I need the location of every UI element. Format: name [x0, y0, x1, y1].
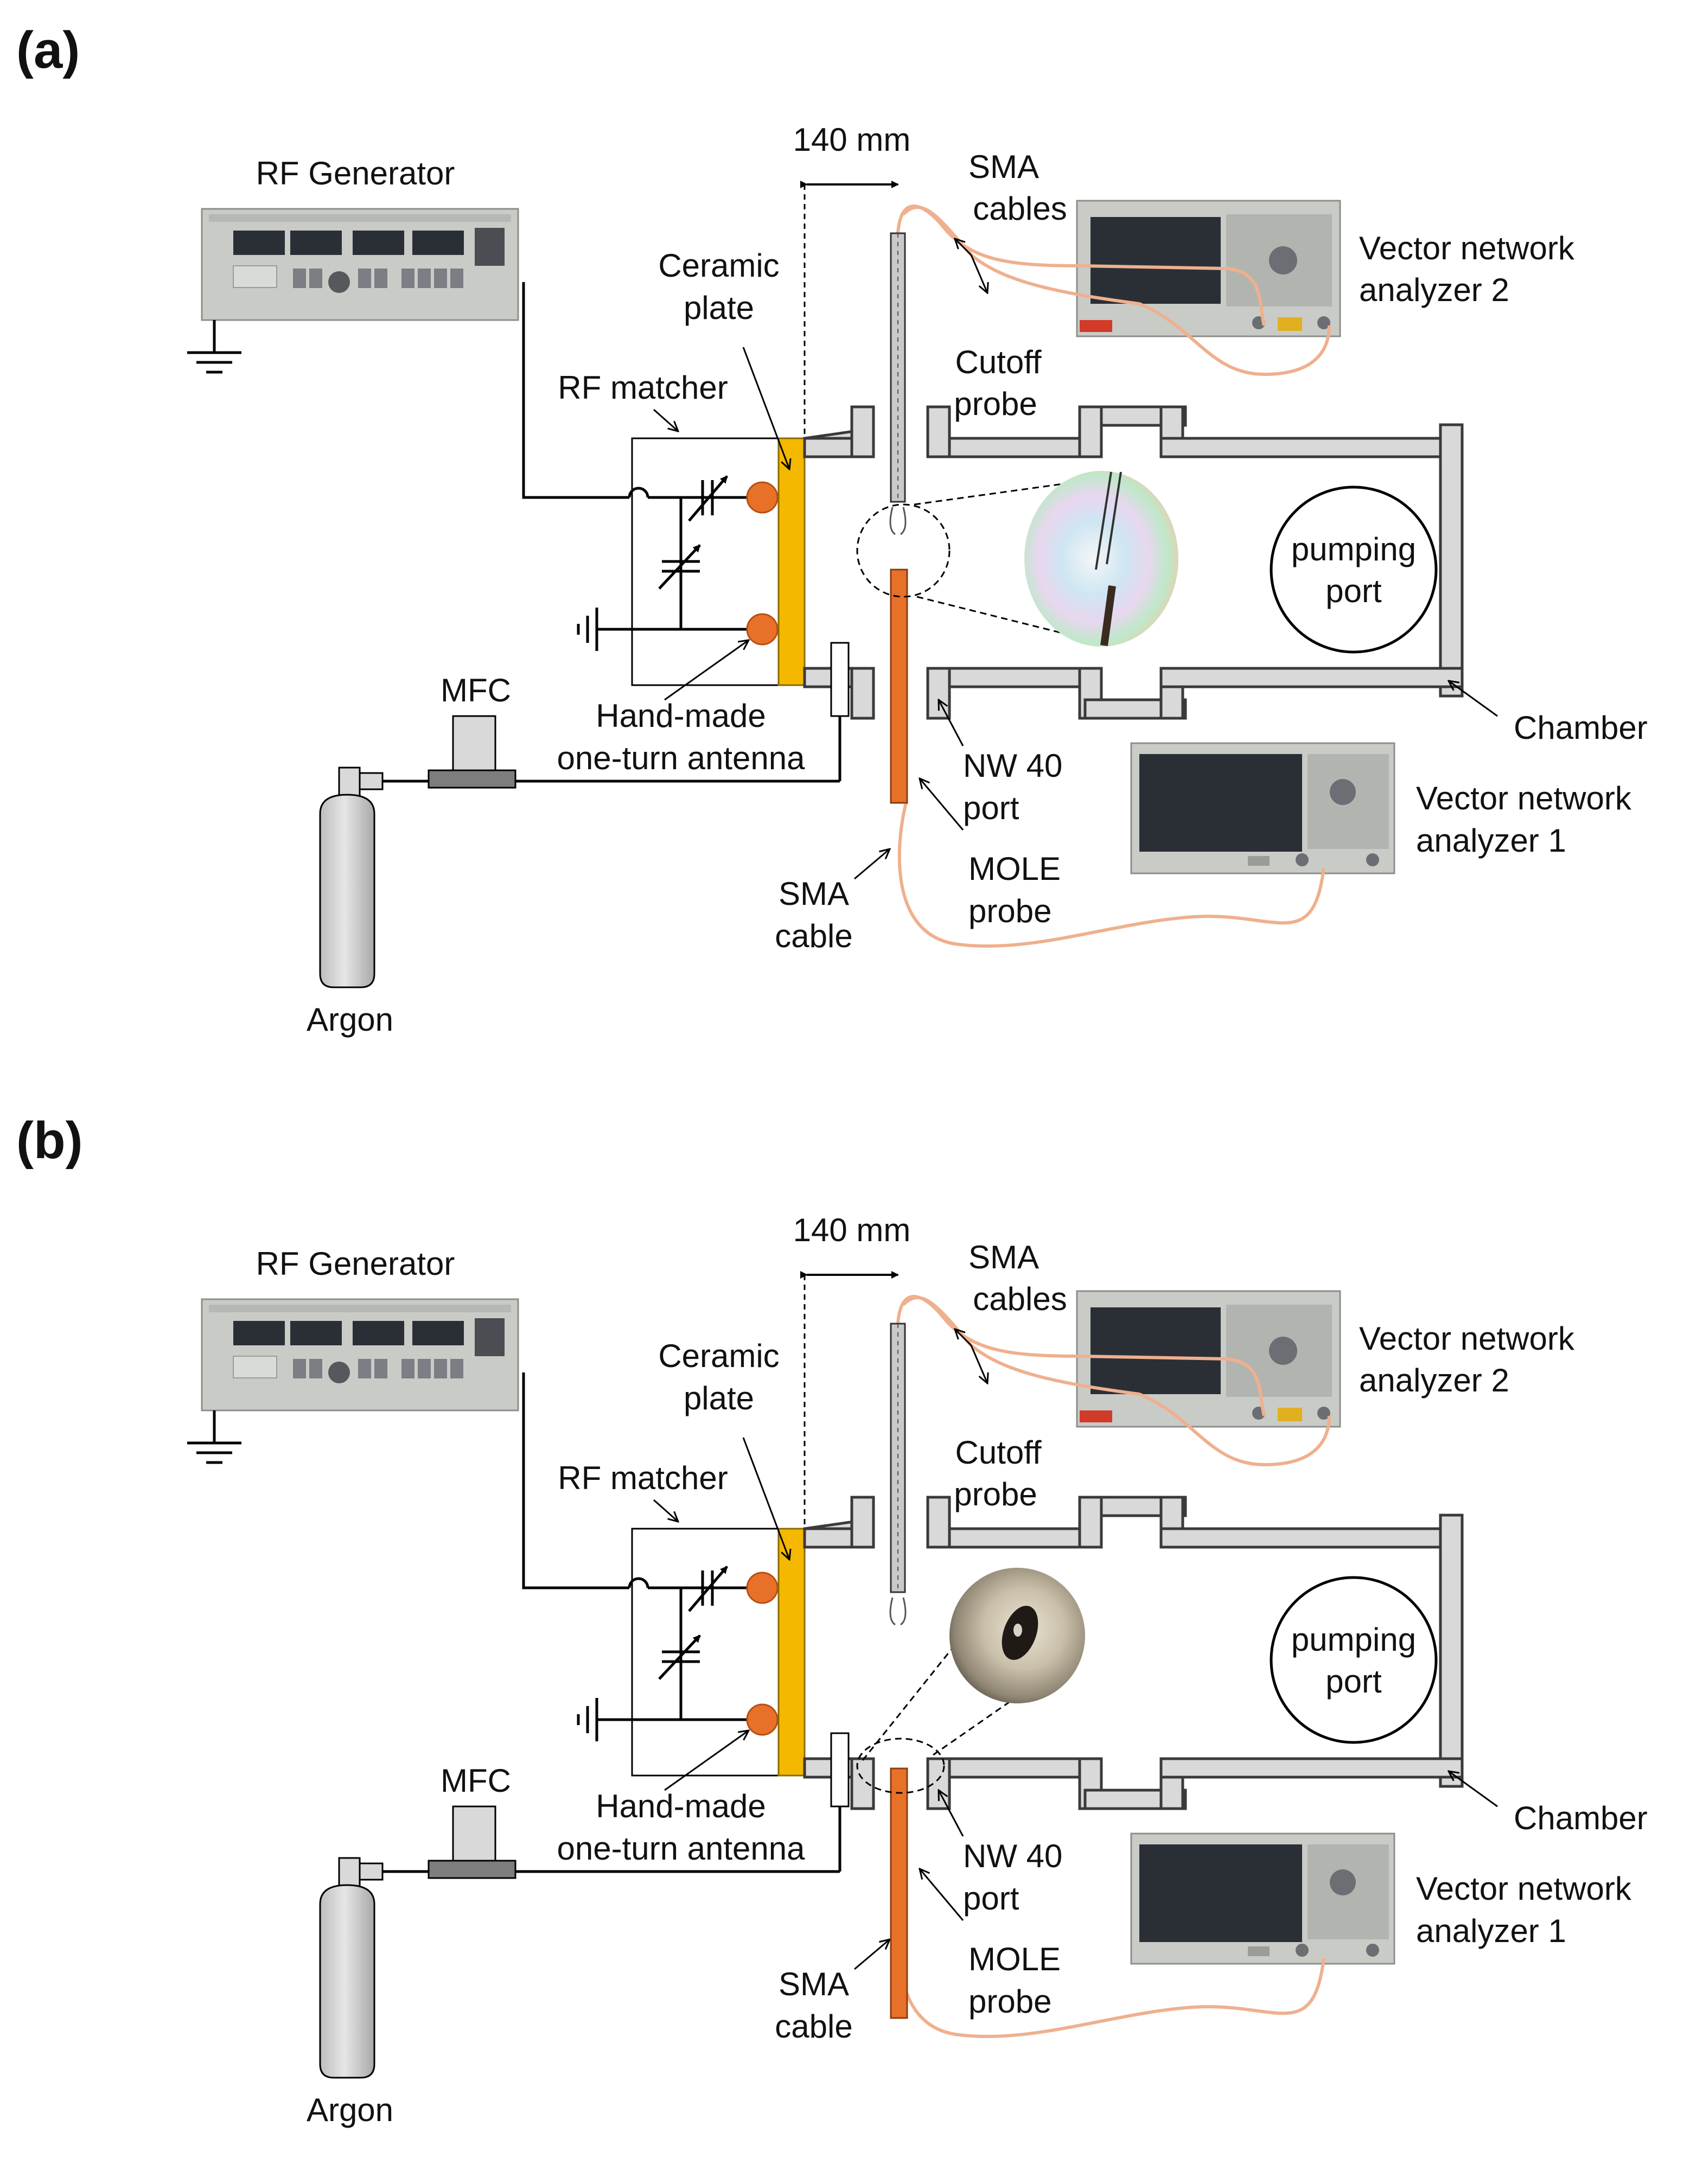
antenna-label: one-turn antenna	[557, 740, 805, 776]
pumping-port-label: port	[1325, 573, 1382, 609]
distance-label: 140 mm	[793, 122, 911, 158]
vna2-label: analyzer 2	[1359, 1362, 1509, 1398]
panel-tag: (a)	[16, 21, 80, 79]
mole-probe-label: probe	[968, 1983, 1051, 2020]
cutoff-probe-label: probe	[954, 386, 1037, 422]
sma-cables-label: SMA	[968, 149, 1039, 185]
nw40-port-label: NW 40	[963, 1838, 1062, 1874]
vna2-label: Vector network	[1359, 1320, 1575, 1357]
argon-label: Argon	[307, 1001, 393, 1038]
nw40-port-label: port	[963, 790, 1019, 826]
rf-generator-label: RF Generator	[256, 1246, 455, 1282]
rf-matcher-label: RF matcher	[558, 369, 728, 406]
sma-cable-label: SMA	[779, 1966, 849, 2002]
mole-probe-label: MOLE	[968, 851, 1061, 887]
mfc-label: MFC	[441, 672, 511, 708]
vna1-label: analyzer 1	[1416, 1913, 1566, 1949]
cutoff-probe-label: Cutoff	[955, 1434, 1042, 1471]
vna2-label: Vector network	[1359, 230, 1575, 266]
chamber-label: Chamber	[1514, 1800, 1648, 1836]
pumping-port-label: pumping	[1291, 1621, 1416, 1658]
probe-tip-magnified-photo	[949, 1568, 1085, 1703]
panel-a: (a) 140 mm RF Generator Ceramic plate SM…	[16, 21, 1648, 1038]
nw40-port-label: NW 40	[963, 748, 1062, 784]
antenna-label: Hand-made	[596, 1788, 766, 1824]
antenna-label: Hand-made	[596, 698, 766, 734]
vna2-label: analyzer 2	[1359, 272, 1509, 308]
sma-cables-label: cables	[973, 190, 1067, 227]
ceramic-plate-label: plate	[684, 290, 754, 326]
vna1-label: analyzer 1	[1416, 822, 1566, 859]
rf-generator-label: RF Generator	[256, 155, 455, 191]
distance-label: 140 mm	[793, 1212, 911, 1248]
sma-cables-label: cables	[973, 1281, 1067, 1317]
ceramic-plate-label: plate	[684, 1380, 754, 1416]
probe-tip-magnified-photo	[1024, 471, 1178, 647]
cutoff-probe-label: Cutoff	[955, 344, 1042, 380]
ceramic-plate-label: Ceramic	[658, 247, 779, 284]
mole-probe-label: probe	[968, 893, 1051, 929]
mfc-label: MFC	[441, 1762, 511, 1799]
cutoff-probe-tip	[889, 1597, 907, 1626]
magnifier-region	[856, 1738, 945, 1794]
sma-cable-label: cable	[775, 918, 852, 954]
mole-probe	[890, 569, 908, 804]
mole-probe-label: MOLE	[968, 1941, 1061, 1977]
rf-matcher-label: RF matcher	[558, 1460, 728, 1496]
argon-label: Argon	[307, 2092, 393, 2128]
antenna-label: one-turn antenna	[557, 1830, 805, 1867]
nw40-port-label: port	[963, 1880, 1019, 1917]
panel-b: (b) 140 mm RF Generator Ceramic plate SM…	[16, 1112, 1648, 2128]
vna1-label: Vector network	[1416, 1870, 1632, 1907]
mole-probe	[890, 1767, 908, 2019]
sma-cable-label: cable	[775, 2008, 852, 2045]
cutoff-probe-tip	[889, 507, 907, 535]
sma-cables-label: SMA	[968, 1239, 1039, 1275]
magnifier-region	[856, 503, 951, 598]
panel-tag: (b)	[16, 1112, 83, 1170]
chamber-label: Chamber	[1514, 710, 1648, 746]
pumping-port-label: pumping	[1291, 531, 1416, 567]
ceramic-plate-label: Ceramic	[658, 1338, 779, 1374]
cutoff-probe-label: probe	[954, 1476, 1037, 1512]
vna1-label: Vector network	[1416, 780, 1632, 816]
sma-cable-label: SMA	[779, 876, 849, 912]
pumping-port-label: port	[1325, 1663, 1382, 1700]
